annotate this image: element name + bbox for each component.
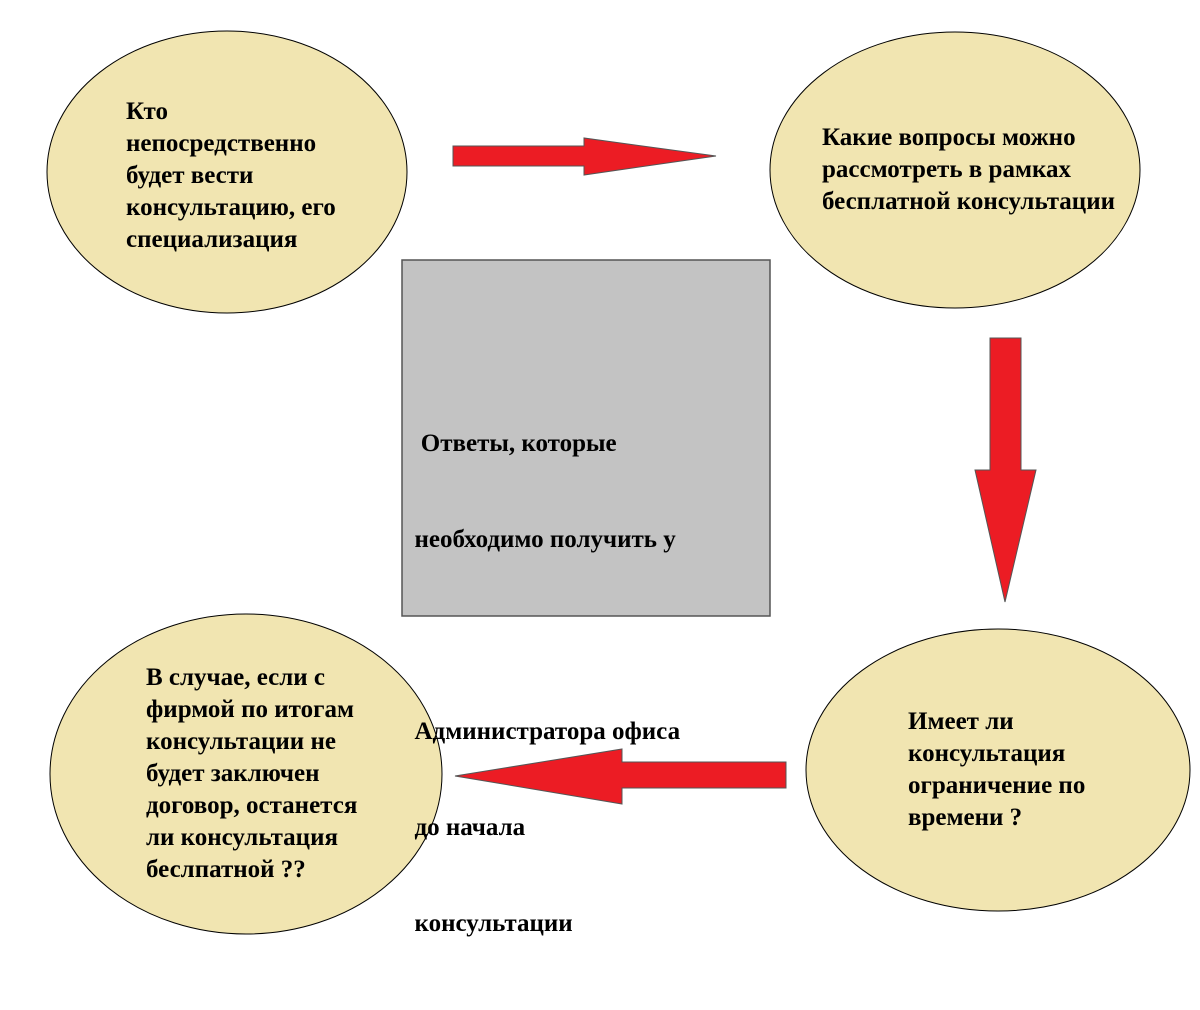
arrow-left [454,748,787,805]
center-text-line-5: до начала [402,814,526,841]
center-text-line-1: Ответы, которые [402,430,617,457]
node-top-right-ellipse [769,31,1141,309]
node-bottom-left-ellipse [49,613,443,935]
center-box-text: Ответы, которые необходимо получить у Ад… [402,364,770,1004]
center-text-line-6: консультации [402,910,573,937]
node-bottom-right-ellipse [805,628,1191,912]
node-bottom-left-text: В случае, если с фирмой по итогам консул… [146,664,358,883]
arrow-right [452,137,717,176]
node-bottom-right-text: Имеет ли консультация ограничение по вре… [908,708,1086,831]
arrow-down [974,337,1037,603]
center-text-spacer [402,620,770,652]
center-text-line-2: необходимо получить у [402,526,676,553]
node-top-left-text: Кто непосредственно будет вести консульт… [126,98,336,253]
center-box [401,259,771,617]
center-text-line-4: Администратора офиса [402,718,681,745]
node-top-right-text: Какие вопросы можно рассмотреть в рамках… [822,124,1116,215]
node-top-left-ellipse [46,30,408,314]
